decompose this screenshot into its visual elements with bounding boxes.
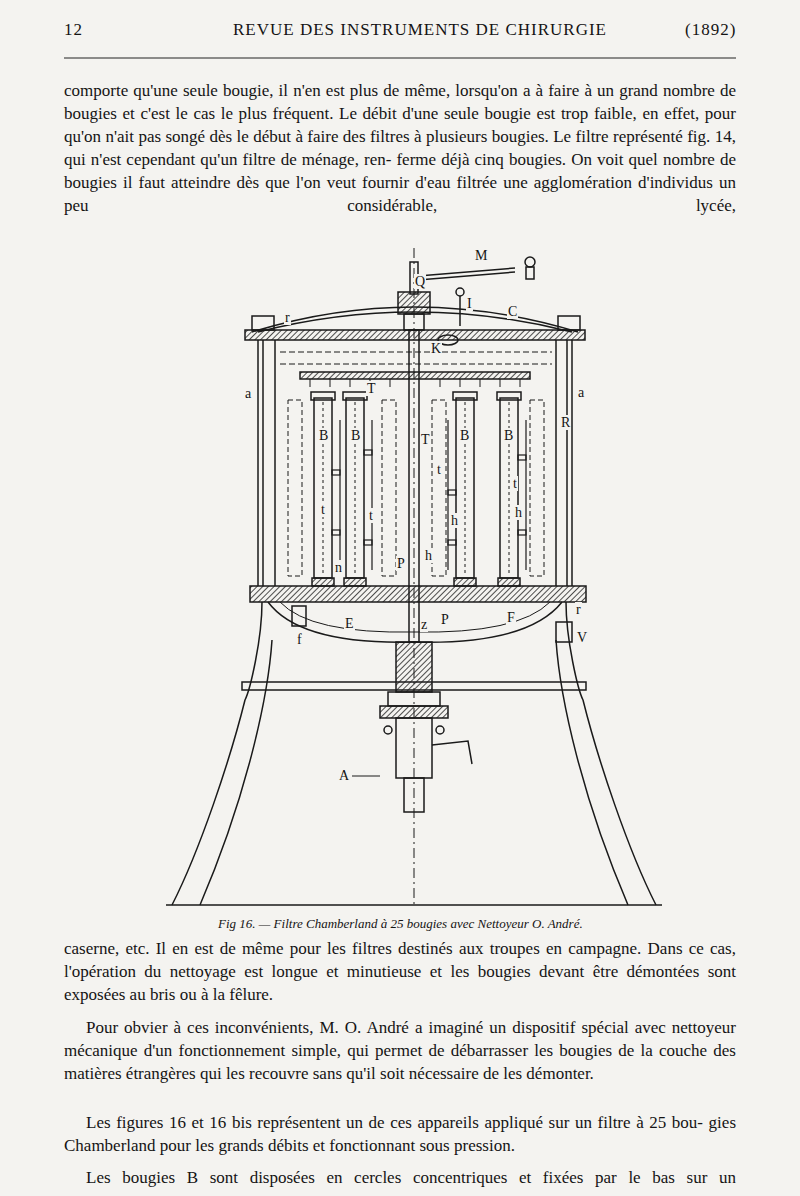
page-number: 12 [64,20,83,40]
part-letter: f [296,632,303,647]
part-letter: I [466,296,473,311]
part-letter: M [474,248,488,263]
body-paragraph: Pour obvier à ces inconvénients, M. O. A… [64,1016,736,1085]
part-letter: B [350,428,361,443]
filter-drawing [166,248,662,905]
part-letter: h [514,505,523,520]
part-letter: r [284,310,291,325]
body-paragraph: Les figures 16 et 16 bis représentent un… [64,1111,736,1157]
part-letter: E [344,616,355,631]
header-rule [64,58,736,59]
body-paragraph: caserne, etc. Il en est de même pour les… [64,937,736,1006]
part-letter: h [424,548,433,563]
part-letter: n [334,560,343,575]
part-letter: T [366,381,377,396]
part-letter: t [320,502,326,517]
part-letter: P [440,612,450,627]
part-letter: C [507,304,518,319]
part-letter: a [577,385,585,400]
part-letter: T [420,432,431,447]
part-letter: P [396,556,406,571]
part-letter: h [450,513,459,528]
part-letter: r [575,602,582,617]
body-paragraph: comporte qu'une seule bougie, il n'en es… [64,79,736,217]
part-letter: Q [414,274,426,289]
part-letter: B [459,428,470,443]
year: (1892) [685,20,736,40]
part-letter: K [430,341,442,356]
part-letter: B [503,428,514,443]
part-letter: a [244,386,252,401]
part-letter: B [318,428,329,443]
body-paragraph: Les bougies B sont disposées en cercles … [64,1166,736,1189]
part-letter: t [436,462,442,477]
figure-caption: Fig 16. — Filtre Chamberland à 25 bougie… [218,916,583,932]
part-letter: R [560,415,571,430]
part-letter: t [368,508,374,523]
part-letter: A [338,768,350,783]
part-letter: V [576,630,588,645]
part-letter: t [512,476,518,491]
part-letter: F [506,610,516,625]
running-head: REVUE DES INSTRUMENTS DE CHIRURGIE [233,20,607,40]
part-letter: z [420,617,428,632]
